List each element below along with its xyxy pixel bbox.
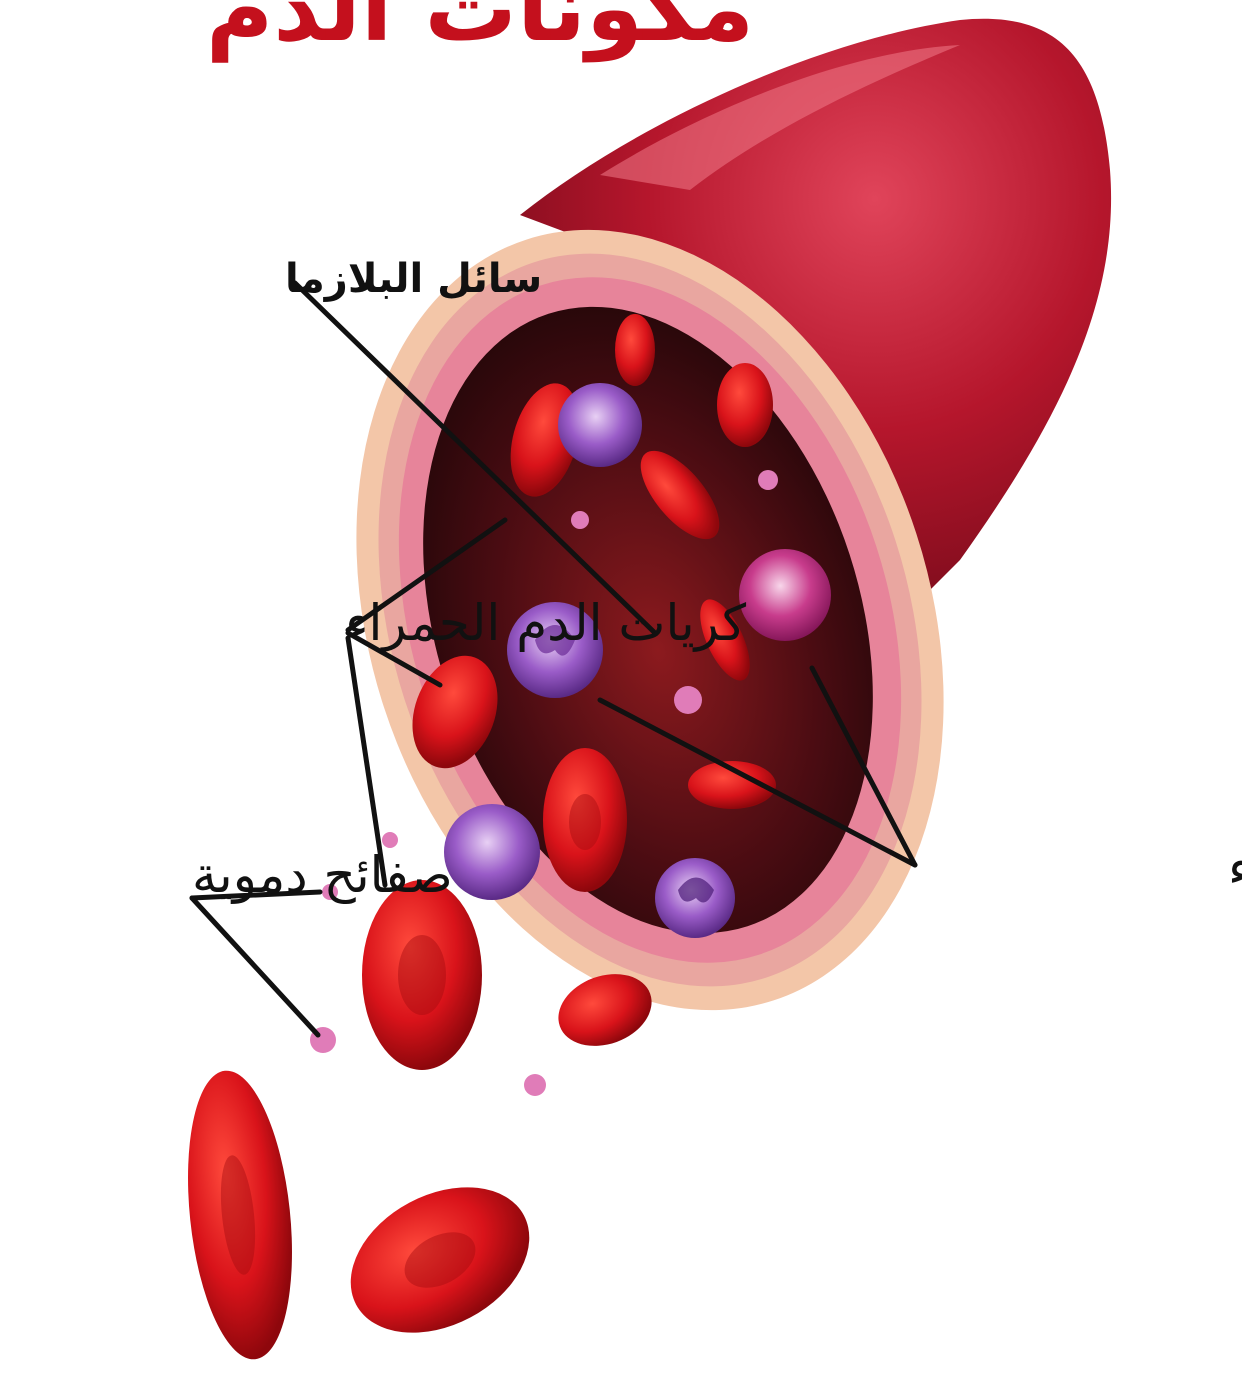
platelet <box>571 511 589 529</box>
white-cell <box>444 804 540 900</box>
white-cell <box>739 549 831 641</box>
red-cell <box>615 314 655 386</box>
diagram-title: مكونات الدم <box>206 0 754 63</box>
label-plasma: سائل البلازما <box>285 256 542 302</box>
label-white-cells: كريات الدم البيضاء <box>1228 839 1242 897</box>
platelet <box>758 470 778 490</box>
platelet <box>674 686 702 714</box>
label-red-cells: كريات الدم الحمراء <box>345 594 746 652</box>
platelet <box>524 1074 546 1096</box>
red-cell <box>569 794 601 850</box>
red-cell <box>717 363 773 447</box>
platelets-leader-line-2 <box>192 898 318 1035</box>
white-cell <box>558 383 642 467</box>
red-cell <box>398 935 446 1015</box>
label-platelets: صفائح دموية <box>192 846 453 905</box>
